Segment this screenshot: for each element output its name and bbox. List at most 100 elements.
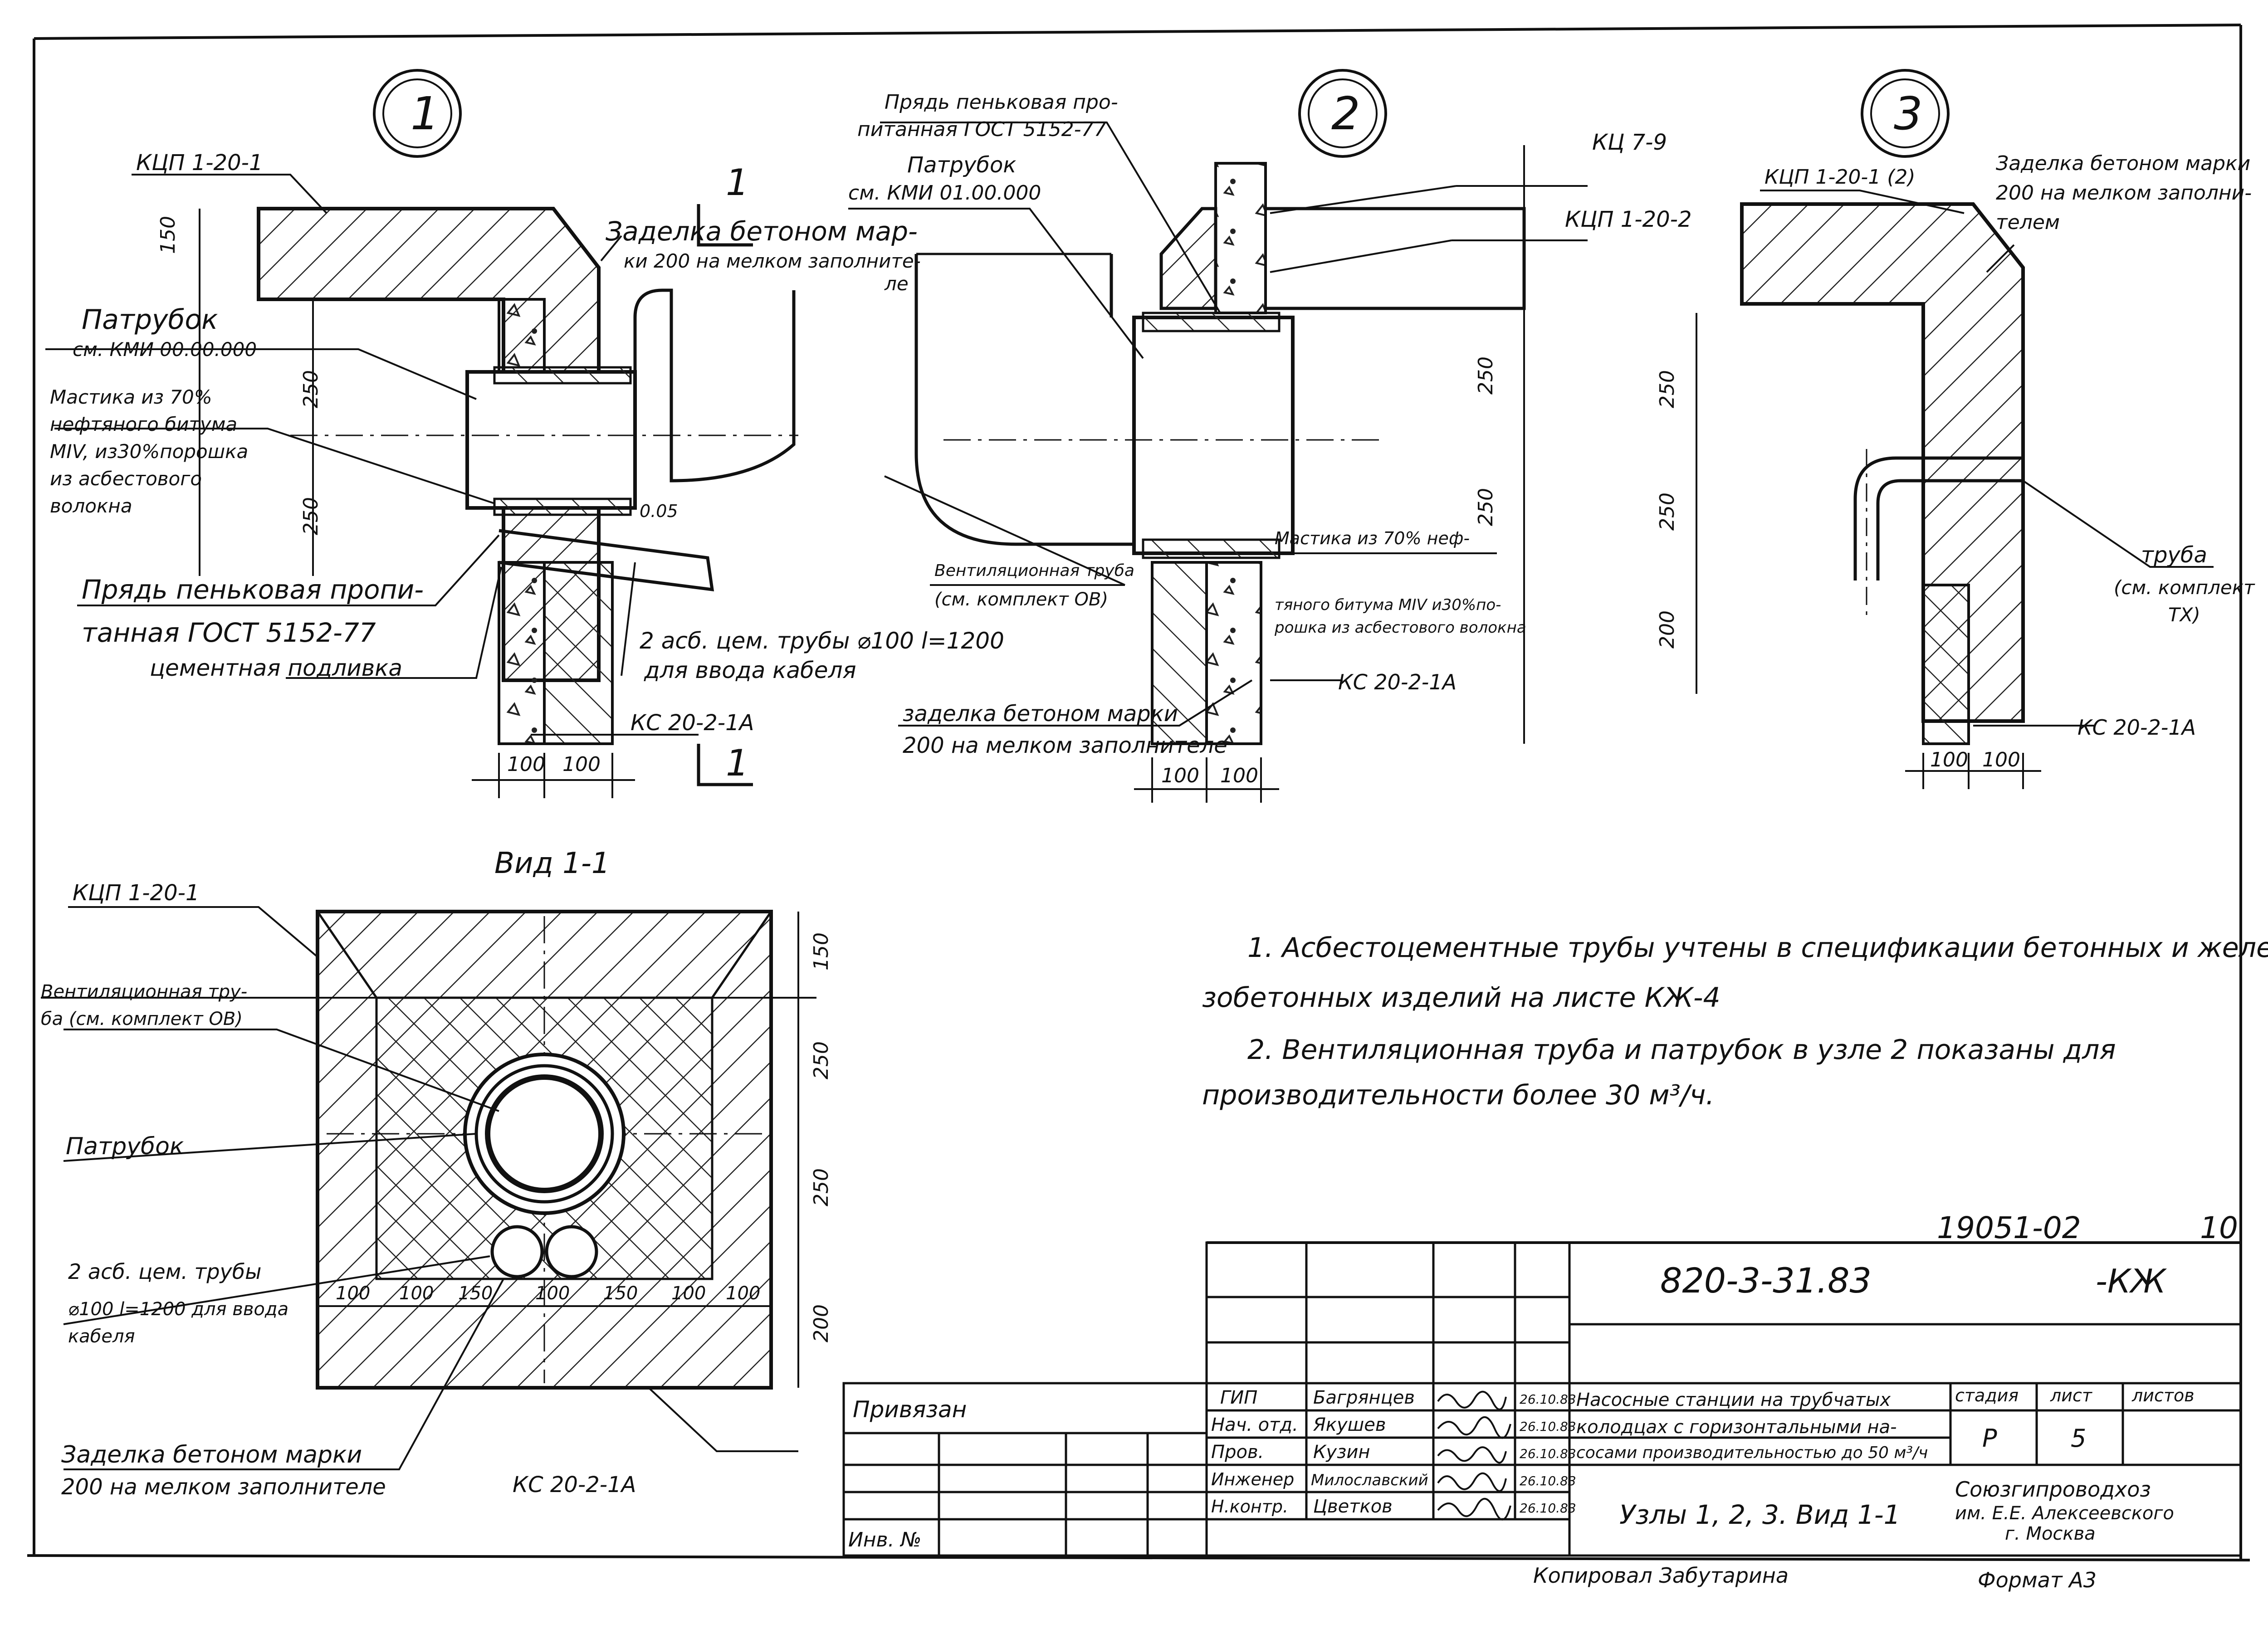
node-2-mastic-bottom <box>1142 538 1281 559</box>
doc-suffix: -КЖ <box>2096 1262 2167 1300</box>
node-3-dim-2: 250 <box>1656 493 1679 531</box>
notes: 1. Асбестоцементные трубы учтены в специ… <box>1202 932 2268 1111</box>
node-1-mastic-bottom <box>493 498 632 516</box>
node-3-dim-3: 200 <box>1656 610 1679 649</box>
view-dim-h-5: 150 <box>603 1283 638 1304</box>
name-3: Милославский <box>1311 1471 1428 1489</box>
node-1-pipes-label-1: 2 асб. цем. трубы ⌀100 l=1200 <box>640 628 1004 654</box>
node-3-sealing-label-1: Заделка бетоном марки <box>1996 152 2250 175</box>
node-3-pipe-label-2: (см. комплект <box>2114 576 2255 599</box>
node-1-cement-label: цементная подливка <box>150 655 402 681</box>
node-1-ring <box>543 561 614 745</box>
view-sealing-label-1: Заделка бетоном марки <box>61 1441 362 1468</box>
copied-by: Копировал Забутарина <box>1533 1563 1789 1588</box>
linked-label: Привязан <box>853 1396 967 1423</box>
node-2-sealing-label-1: заделка бетоном марки <box>903 701 1178 727</box>
project-line-1: Насосные станции на трубчатых <box>1576 1390 1891 1410</box>
node-1-section-bottom: 1 <box>726 742 749 784</box>
node-1-mastic-label-3: МIV, из30%порошка <box>50 440 248 463</box>
view-pipes-label-3: кабеля <box>68 1326 135 1347</box>
node-2-dim-upper: 250 <box>1474 356 1497 395</box>
node-3-sealing-label-2: 200 на мелком заполни- <box>1996 181 2252 205</box>
node-2-mastic-label-1: Мастика из 70% неф- <box>1275 528 1470 548</box>
note-1-line-2: зобетонных изделий на листе КЖ-4 <box>1202 982 1721 1014</box>
node-2-ring-label: КС 20-2-1А <box>1338 670 1457 694</box>
sheet-format: Формат А3 <box>1978 1568 2097 1592</box>
doc-code: 820-3-31.83 <box>1660 1260 1872 1301</box>
node-2-hemp-label-2: питанная ГОСТ 5152-77 <box>857 118 1106 141</box>
node-1-wall-lower <box>498 561 546 745</box>
node-1-dimension-lines <box>199 209 635 798</box>
node-1-pipes-label-2: для ввода кабеля <box>644 657 856 683</box>
role-0: ГИП <box>1220 1387 1257 1408</box>
org-line-1: Союзгипроводхоз <box>1955 1477 2151 1502</box>
node-3-wall <box>1922 584 1970 745</box>
node-1-section-marks <box>697 204 753 786</box>
node-1-marker: 1 <box>373 69 462 158</box>
view-dim-h-4: 100 <box>535 1283 570 1304</box>
view-dim-h-2: 100 <box>399 1283 434 1304</box>
view-sealing-label-2: 200 на мелком заполнителе <box>61 1474 386 1500</box>
node-1-sealing-label-1: Заделка бетоном мар- <box>606 216 918 247</box>
date-4: 26.10.83 <box>1520 1501 1576 1516</box>
node-3-number: 3 <box>1894 87 1923 140</box>
node-2-leaders <box>848 122 1588 727</box>
node-2-marker: 2 <box>1298 69 1387 158</box>
node-2-number: 2 <box>1331 87 1360 140</box>
node-1-ring-label: КС 20-2-1А <box>631 710 754 736</box>
node-1-mastic-top <box>493 366 632 385</box>
node-1-section-top: 1 <box>726 161 749 204</box>
node-1-sleeve-label-1: Патрубок <box>82 304 218 336</box>
name-4: Цветков <box>1313 1496 1393 1517</box>
view-slab-label: КЦП 1-20-1 <box>73 880 200 906</box>
node-2-dimension-lines <box>1134 145 1525 803</box>
node-1-mastic-label-5: волокна <box>50 495 132 517</box>
node-3-slab-label: КЦП 1-20-1 (2) <box>1765 166 1916 189</box>
view-vent-label-1: Вентиляционная тру- <box>41 981 247 1002</box>
stage-value: Р <box>1982 1424 1997 1453</box>
node-2: 2 250 250 100 100 <box>848 69 1692 803</box>
node-3-dim-w2: 100 <box>1982 748 2020 771</box>
node-3-slab <box>1740 202 2025 723</box>
node-3: 3 250 250 200 100 100 КЦП 1-20-1 (2) Зад… <box>1656 69 2255 789</box>
view-dim-h-7: 100 <box>726 1283 760 1304</box>
node-3-leaders <box>1760 190 2214 727</box>
inventory-number: 19051-02 <box>1937 1210 2081 1245</box>
node-2-sealing-label-2: 200 на мелком заполнителе <box>903 733 1227 758</box>
stage-header: стадия <box>1955 1385 2019 1405</box>
node-2-dim-w2: 100 <box>1220 764 1258 787</box>
node-3-ring-label: КС 20-2-1А <box>2077 715 2196 740</box>
view-pipes-label-1: 2 асб. цем. трубы <box>68 1259 261 1284</box>
role-4: Н.контр. <box>1211 1497 1288 1517</box>
sheet-header: лист <box>2050 1385 2093 1405</box>
node-2-vent-label-2: (см. комплект ОВ) <box>934 589 1108 610</box>
date-3: 26.10.83 <box>1520 1473 1576 1488</box>
node-2-sleeve-label-2: см. КМИ 01.00.000 <box>848 181 1041 205</box>
title-block: 19051-02 10 <box>842 1210 2242 1592</box>
node-1-slope: 0.05 <box>640 501 678 521</box>
title-block-grid <box>842 1241 2242 1557</box>
view-sleeve <box>463 1053 626 1215</box>
org-line-2: им. Е.Е. Алексеевского <box>1955 1503 2174 1524</box>
date-2: 26.10.83 <box>1520 1446 1576 1461</box>
node-1-cable-pipes <box>499 529 714 592</box>
name-0: Багрянцев <box>1313 1387 1415 1408</box>
node-1-number: 1 <box>411 87 440 140</box>
sheet-frame <box>27 24 2250 1561</box>
view-dim-v-1: 150 <box>810 932 833 971</box>
node-2-mastic-label-3: рошка из асбестового волокна <box>1274 619 1526 637</box>
inventory-label: Инв. № <box>848 1528 921 1551</box>
node-1-dim-upper: 250 <box>299 370 323 408</box>
node-1-dim-top: 150 <box>156 216 180 254</box>
node-2-mastic-label-2: тяного битума МIV и30%по- <box>1275 596 1501 614</box>
view-dim-v-2: 250 <box>810 1041 833 1079</box>
node-2-kc-ring-top <box>1214 162 1267 314</box>
node-2-ring-lower <box>1205 561 1262 745</box>
view-cable-pipes <box>490 1225 598 1278</box>
node-2-mastic-top <box>1142 312 1281 332</box>
view-1-1: Вид 1-1 150 250 250 200 100 100 150 100 … <box>41 847 833 1500</box>
view-title: Вид 1-1 <box>494 847 610 880</box>
view-ring-label: КС 20-2-1А <box>513 1472 636 1497</box>
sheet-value: 5 <box>2071 1424 2086 1453</box>
